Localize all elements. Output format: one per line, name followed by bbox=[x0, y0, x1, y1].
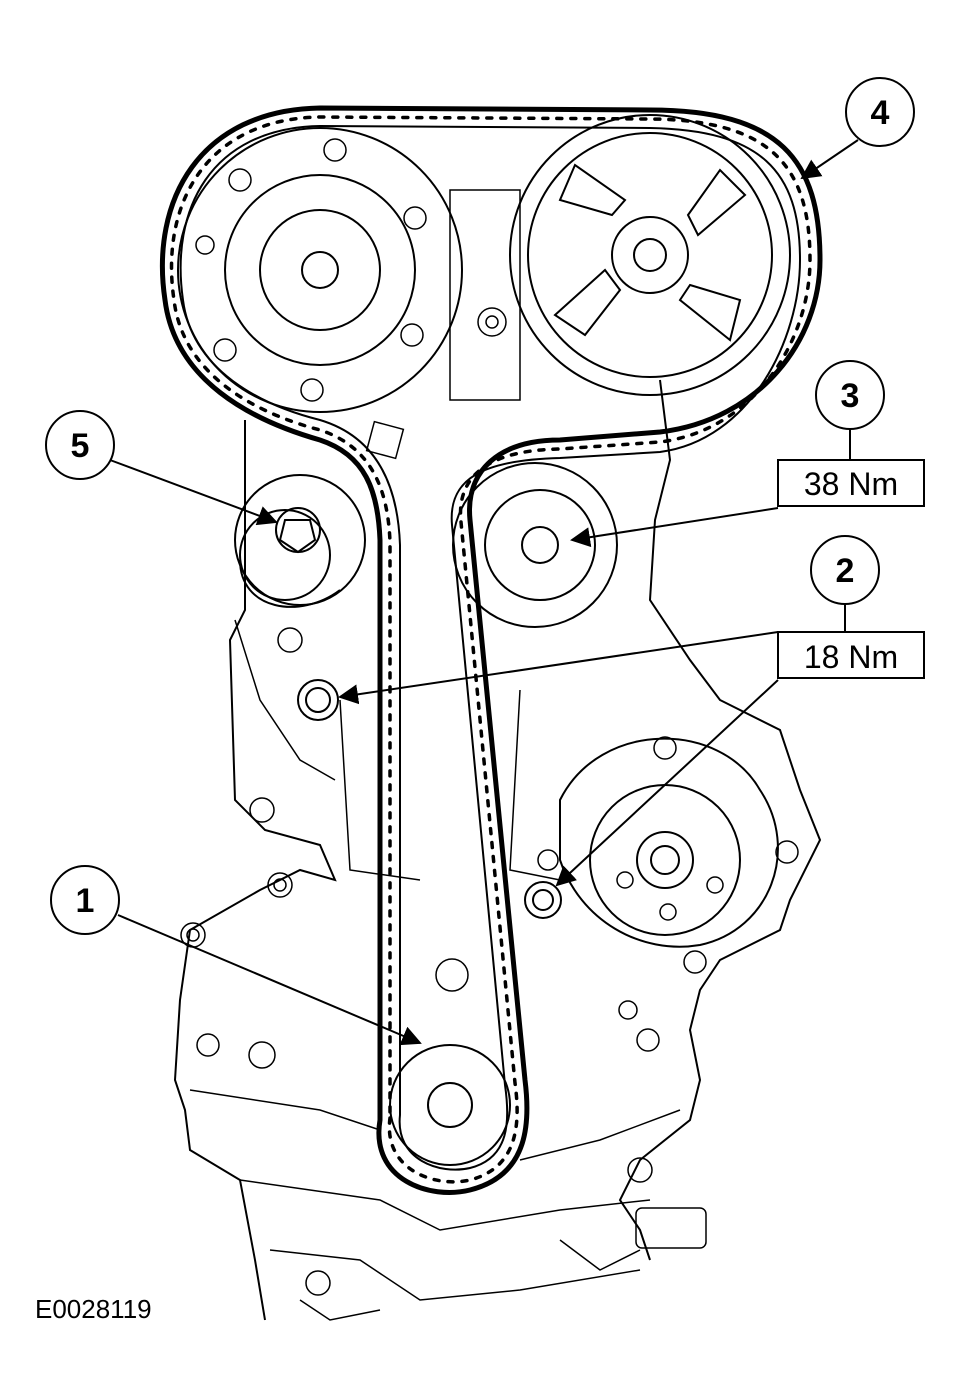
figure-id-label: E0028119 bbox=[35, 1294, 152, 1324]
cam-bridge bbox=[449, 189, 521, 401]
svg-text:38 Nm: 38 Nm bbox=[804, 466, 898, 502]
camshaft-sprocket-intake bbox=[509, 114, 791, 396]
crankshaft-sprocket bbox=[389, 1044, 511, 1166]
water-pump bbox=[537, 736, 799, 974]
callout-3: 3 38 Nm bbox=[570, 360, 925, 548]
callout-2: 2 18 Nm bbox=[338, 535, 925, 887]
callout-4: 4 bbox=[800, 77, 915, 180]
engine-block bbox=[173, 379, 822, 1321]
camshaft-sprocket-exhaust bbox=[177, 127, 463, 413]
bolt-lower-cover bbox=[524, 881, 562, 919]
bolt-upper-cover bbox=[297, 679, 339, 721]
svg-text:1: 1 bbox=[76, 882, 95, 920]
svg-text:4: 4 bbox=[871, 94, 890, 132]
svg-text:2: 2 bbox=[836, 552, 855, 590]
tensioner-pulley bbox=[234, 474, 366, 608]
svg-text:5: 5 bbox=[71, 427, 90, 465]
svg-text:3: 3 bbox=[841, 377, 860, 415]
callout-1: 1 bbox=[50, 865, 422, 1046]
callout-5: 5 bbox=[45, 410, 278, 526]
svg-text:18 Nm: 18 Nm bbox=[804, 639, 898, 675]
timing-belt bbox=[159, 105, 823, 1195]
